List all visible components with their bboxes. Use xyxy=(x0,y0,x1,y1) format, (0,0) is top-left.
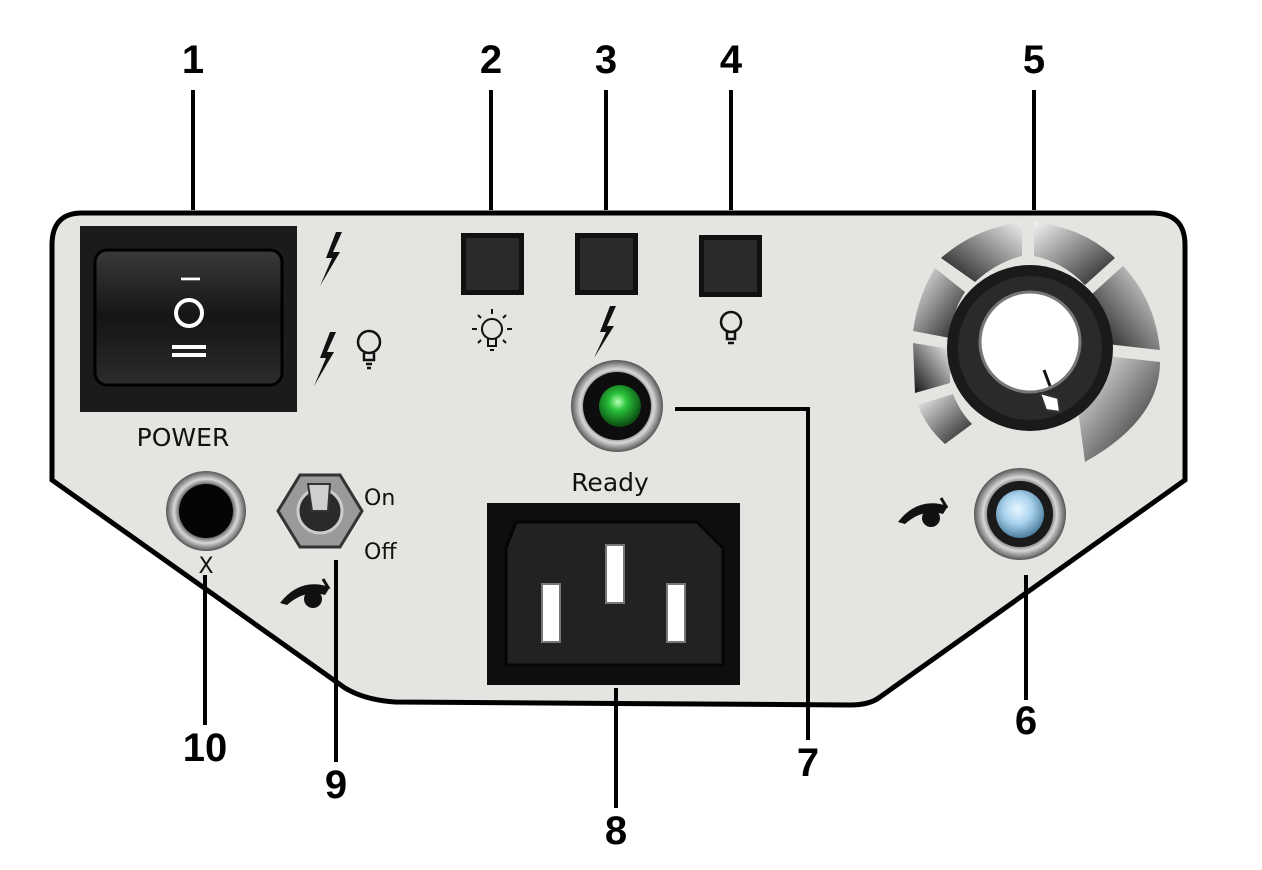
eye-icon xyxy=(280,578,331,608)
intensity-dial[interactable] xyxy=(913,222,1160,462)
callout-3: 3 xyxy=(595,38,617,82)
power-switch[interactable]: I xyxy=(80,226,297,412)
callout-1: 1 xyxy=(182,38,204,82)
jack-label: X xyxy=(198,554,213,579)
toggle-off-label: Off xyxy=(364,540,397,565)
callout-9: 9 xyxy=(325,763,347,807)
callout-6: 6 xyxy=(1015,699,1037,743)
lightning-bolt-icon xyxy=(594,306,616,358)
leader-7 xyxy=(675,407,810,740)
dial-segment xyxy=(941,222,1022,282)
bright-light-button[interactable] xyxy=(461,233,524,295)
rocker-on-mark: I xyxy=(174,275,204,283)
light-button[interactable] xyxy=(699,235,762,297)
callout-7: 7 xyxy=(797,741,819,785)
dial-segment xyxy=(918,394,972,444)
callout-leaders xyxy=(191,90,1036,808)
callout-5: 5 xyxy=(1023,38,1045,82)
dial-segment xyxy=(913,343,950,393)
light-bulb-icon xyxy=(719,310,743,345)
eye-icon xyxy=(898,497,949,527)
dial-segment xyxy=(1078,356,1160,462)
callout-10: 10 xyxy=(183,726,228,770)
callout-8: 8 xyxy=(605,809,627,853)
jack-x[interactable] xyxy=(166,471,246,551)
ready-led xyxy=(571,360,663,452)
power-inlet xyxy=(487,503,740,685)
light-bulb-icon xyxy=(356,329,382,370)
flash-button[interactable] xyxy=(575,233,638,295)
callout-2: 2 xyxy=(480,38,502,82)
toggle-on-label: On xyxy=(364,486,395,511)
rocker-off-mark xyxy=(174,298,204,328)
dial-segment xyxy=(1034,222,1115,285)
rocker-second-mark xyxy=(172,345,206,349)
ready-label: Ready xyxy=(571,468,649,497)
power-label: POWER xyxy=(137,423,230,452)
blue-indicator xyxy=(974,468,1066,560)
bright-light-bulb-icon xyxy=(472,309,512,351)
toggle-switch[interactable] xyxy=(276,473,364,549)
callout-4: 4 xyxy=(720,38,743,82)
